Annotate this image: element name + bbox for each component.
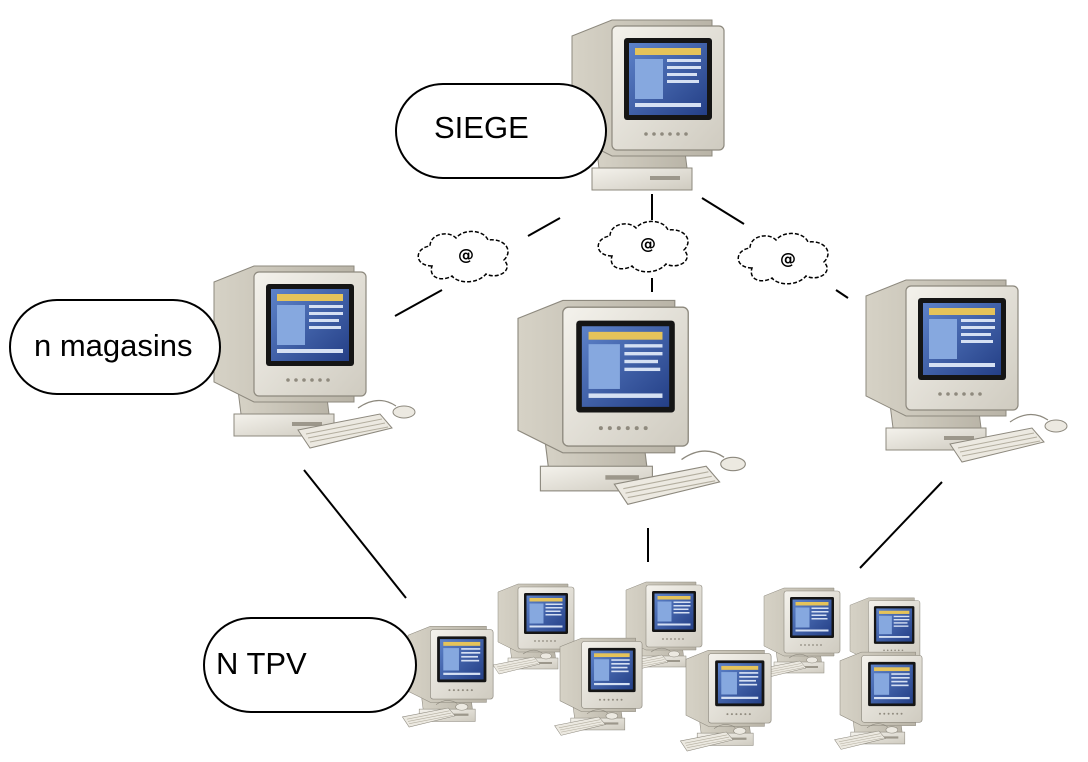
link-siege-cloud-left bbox=[527, 217, 561, 237]
link-cloud-left-magasin bbox=[394, 289, 443, 317]
internet-symbol: @ bbox=[780, 249, 796, 268]
magasin-computer-icon bbox=[517, 299, 747, 505]
internet-symbol: @ bbox=[640, 234, 656, 253]
tpv-computer-icon bbox=[554, 637, 643, 736]
link-magasin-right-tpv bbox=[859, 481, 943, 569]
magasin-computer-icon bbox=[213, 265, 416, 449]
connection-lines bbox=[303, 194, 943, 599]
tpv-computer-icon bbox=[402, 625, 494, 728]
tpv-computer-icon bbox=[680, 649, 772, 752]
internet-cloud-center: @ bbox=[597, 220, 689, 273]
tpv-computer-icon bbox=[834, 651, 923, 750]
label-magasins: n magasins bbox=[9, 299, 221, 395]
magasin-computer-icon bbox=[865, 279, 1068, 463]
link-siege-cloud-right bbox=[701, 197, 745, 225]
internet-cloud-left: @ bbox=[417, 230, 509, 283]
label-siege: SIEGE bbox=[395, 83, 607, 179]
label-siege-text: SIEGE bbox=[434, 110, 529, 145]
label-tpv-text: N TPV bbox=[216, 646, 307, 681]
tpv-terminals bbox=[402, 581, 923, 752]
link-cloud-right-magasin bbox=[835, 289, 849, 299]
link-magasin-left-tpv bbox=[303, 469, 407, 599]
label-tpv: N TPV bbox=[203, 617, 417, 713]
internet-symbol: @ bbox=[458, 245, 474, 264]
label-magasins-text: n magasins bbox=[34, 328, 193, 363]
internet-cloud-right: @ bbox=[737, 232, 829, 285]
